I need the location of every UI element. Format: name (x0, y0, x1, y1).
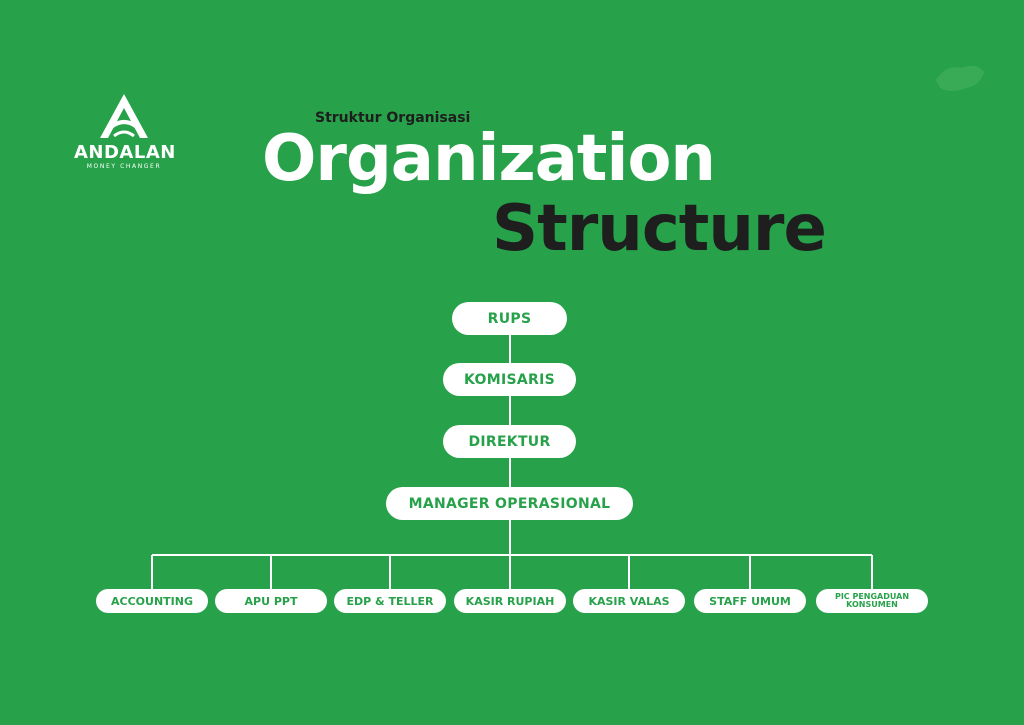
brand-logo: ANDALAN MONEY CHANGER (74, 92, 176, 172)
node-rups: RUPS (452, 302, 567, 335)
dept-kasir-valas: KASIR VALAS (573, 589, 685, 613)
dept-apu-ppt: APU PPT (215, 589, 327, 613)
page-title-line1: Organization (262, 122, 716, 196)
dept-staff-umum: STAFF UMUM (694, 589, 806, 613)
brand-name: ANDALAN (74, 142, 176, 163)
brand-tagline: MONEY CHANGER (86, 163, 162, 170)
andalan-a-logo-icon (100, 94, 148, 138)
node-komisaris: KOMISARIS (443, 363, 576, 396)
page-subtitle: Struktur Organisasi (315, 110, 471, 126)
dept-edp-teller: EDP & TELLER (334, 589, 446, 613)
dept-accounting: ACCOUNTING (96, 589, 208, 613)
dept-kasir-rupiah: KASIR RUPIAH (454, 589, 566, 613)
brush-stroke-decoration (936, 65, 984, 91)
page-title-line2: Structure (492, 192, 827, 266)
dept-pic-pengaduan-konsumen: PIC PENGADUAN KONSUMEN (816, 589, 928, 613)
node-manager-operasional: MANAGER OPERASIONAL (386, 487, 633, 520)
node-direktur: DIREKTUR (443, 425, 576, 458)
